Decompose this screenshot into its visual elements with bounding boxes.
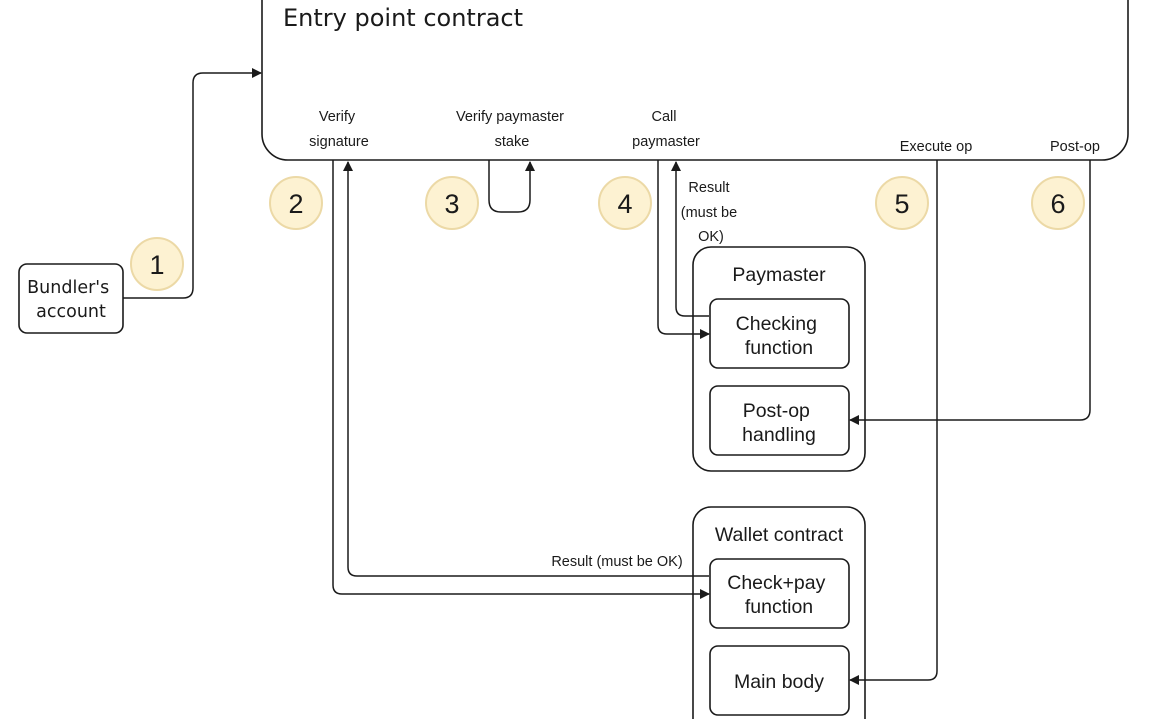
step-badge-3-circle [425, 176, 479, 230]
edge-bundler-to-entry-point [123, 68, 262, 299]
step-badge-1-number: 1 [149, 250, 164, 280]
step-label-post-op: Post-op [1050, 139, 1100, 155]
paymaster-title: Paymaster [732, 264, 826, 286]
step-badge-4-circle [598, 176, 652, 230]
step-badge-3-number: 3 [444, 189, 459, 219]
edge-call-paymaster-to-checking-function [657, 160, 710, 339]
checking-function-label: Checking function [736, 313, 823, 359]
step-badge-1: 1 [130, 237, 184, 291]
step-badge-1-circle [130, 237, 184, 291]
step-label-execute-op: Execute op [900, 139, 973, 155]
step-badge-2-circle [269, 176, 323, 230]
edge-verify-signature-to-check-pay [332, 160, 710, 599]
step-badge-6: 6 [1031, 176, 1085, 230]
edge-label-paymaster-result: Result (must be OK) [681, 180, 741, 245]
step-badge-4: 4 [598, 176, 652, 230]
post-op-handling-label: Post-op handling [742, 400, 816, 446]
edge-label-wallet-result-background [544, 551, 690, 570]
step-badge-2: 2 [269, 176, 323, 230]
step-badge-5-number: 5 [894, 189, 909, 219]
bundler-account-label: Bundler's account [27, 278, 115, 322]
edge-label-wallet-result: Result (must be OK) [551, 554, 682, 570]
step-badge-5-circle [875, 176, 929, 230]
bundler-account-box [18, 263, 124, 334]
step-label-verify-signature: Verify signature [309, 109, 369, 150]
main-body-label: Main body [734, 671, 824, 693]
step-badge-6-number: 6 [1050, 189, 1065, 219]
step-badge-5: 5 [875, 176, 929, 230]
edge-checking-function-result-to-entry-point [671, 161, 709, 317]
check-pay-function-label: Check+pay function [727, 572, 831, 618]
edge-execute-op-to-main-body [849, 160, 938, 685]
step-badge-2-number: 2 [288, 189, 303, 219]
entry-point-title: Entry point contract [283, 4, 523, 32]
edge-post-op-to-post-op-handling [849, 160, 1091, 425]
checking-function-box [709, 298, 850, 369]
step-label-call-paymaster: Call paymaster [632, 109, 700, 150]
step-label-verify-paymaster-stake: Verify paymaster stake [456, 109, 568, 150]
entry-point-contract-box [261, 0, 1129, 161]
wallet-contract-title: Wallet contract [715, 524, 844, 546]
step-badge-4-number: 4 [617, 189, 632, 219]
step-badge-3: 3 [425, 176, 479, 230]
edge-check-pay-result-to-verify-signature [343, 161, 709, 577]
edge-verify-paymaster-stake-loop [488, 160, 535, 213]
check-pay-function-box [709, 558, 850, 629]
step-badge-6-circle [1031, 176, 1085, 230]
